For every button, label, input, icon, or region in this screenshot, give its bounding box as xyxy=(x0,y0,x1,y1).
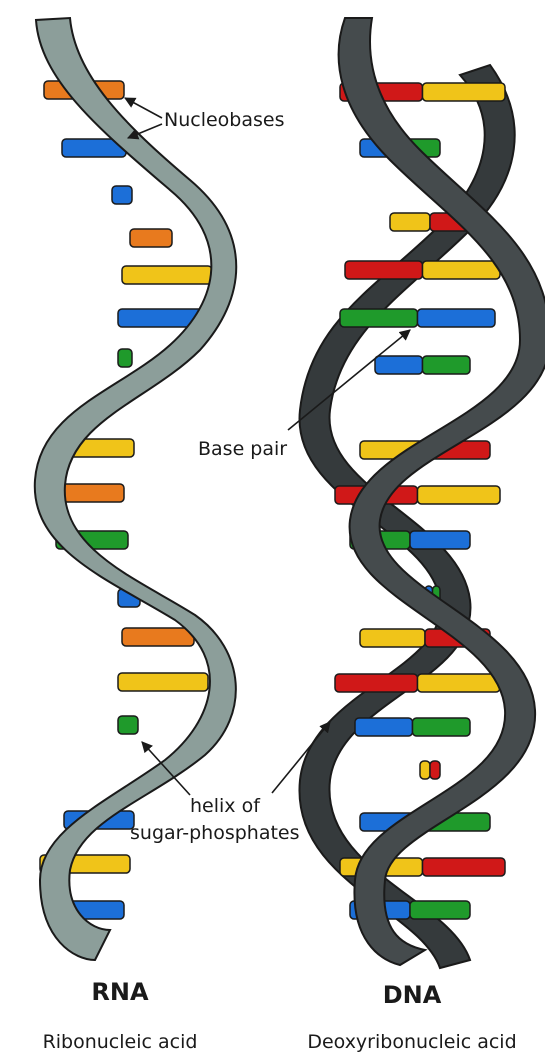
rna-nucleobase xyxy=(118,349,132,367)
nucleobases-arrow-1 xyxy=(125,98,162,118)
rna-nucleobase xyxy=(118,673,208,691)
dna-base xyxy=(335,674,418,692)
dna-base xyxy=(423,83,506,101)
rna-nucleobase xyxy=(130,229,172,247)
rna-nucleobase xyxy=(122,628,194,646)
dna-title: DNA xyxy=(383,981,442,1009)
dna-base xyxy=(340,309,418,327)
dna-base xyxy=(413,718,471,736)
rna-nucleobase xyxy=(122,266,212,284)
dna-base xyxy=(410,901,470,919)
helix-label-line2: sugar-phosphates xyxy=(130,822,300,844)
dna-subtitle: Deoxyribonucleic acid xyxy=(307,1031,516,1053)
dna-base xyxy=(423,858,506,876)
rna-title: RNA xyxy=(91,978,149,1006)
helix-label-line1: helix of xyxy=(190,795,261,817)
dna-base xyxy=(420,761,430,779)
dna-base xyxy=(418,486,501,504)
dna-base xyxy=(418,674,501,692)
dna-base xyxy=(423,356,471,374)
dna-base xyxy=(410,531,470,549)
nucleobases-label: Nucleobases xyxy=(164,109,285,131)
dna-base xyxy=(390,213,430,231)
dna-double-helix xyxy=(299,18,545,968)
rna-nucleobase xyxy=(112,186,132,204)
dna-base xyxy=(355,718,413,736)
dna-base xyxy=(423,261,501,279)
dna-base xyxy=(430,761,440,779)
dna-base xyxy=(375,356,423,374)
rna-helix xyxy=(35,18,236,960)
dna-base xyxy=(360,629,425,647)
rna-nucleobase xyxy=(118,716,138,734)
base-pair-label: Base pair xyxy=(198,438,287,460)
dna-base xyxy=(418,309,496,327)
dna-base xyxy=(345,261,423,279)
rna-subtitle: Ribonucleic acid xyxy=(43,1031,198,1053)
